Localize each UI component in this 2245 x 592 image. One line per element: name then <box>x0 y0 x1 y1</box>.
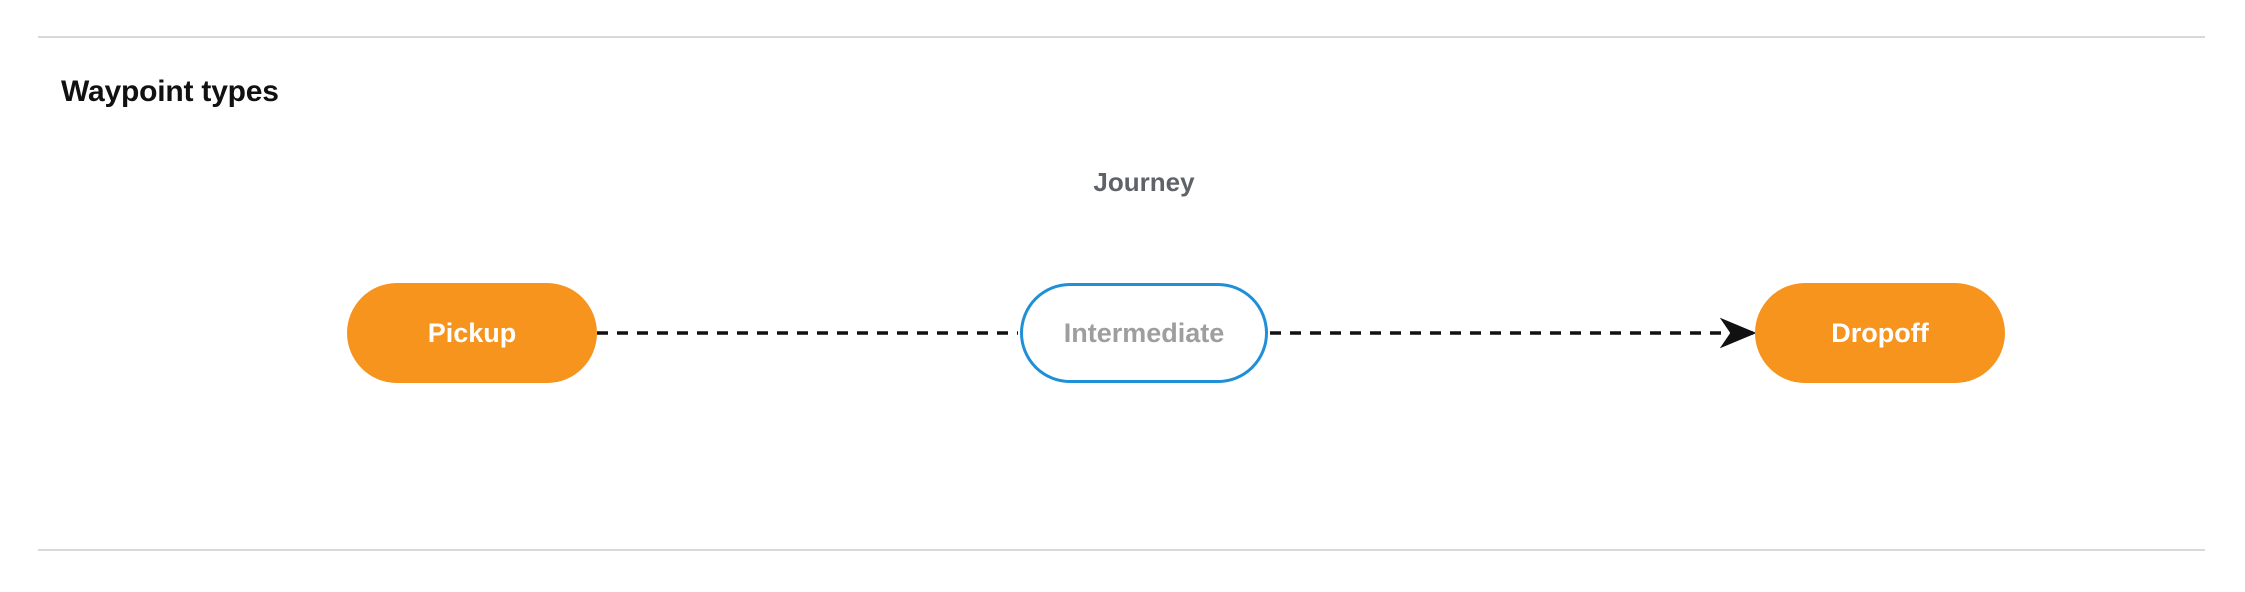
node-pickup[interactable]: Pickup <box>347 283 597 383</box>
node-dropoff-label: Dropoff <box>1831 317 1929 348</box>
page-title: Waypoint types <box>61 75 279 108</box>
node-dropoff[interactable]: Dropoff <box>1755 283 2005 383</box>
section-divider-bottom <box>38 549 2205 551</box>
node-intermediate[interactable]: Intermediate <box>1020 283 1268 383</box>
node-intermediate-label: Intermediate <box>1063 317 1225 348</box>
node-pickup-label: Pickup <box>427 317 517 348</box>
section-divider-top <box>38 36 2205 38</box>
journey-group-label: Journey <box>1093 167 1195 197</box>
